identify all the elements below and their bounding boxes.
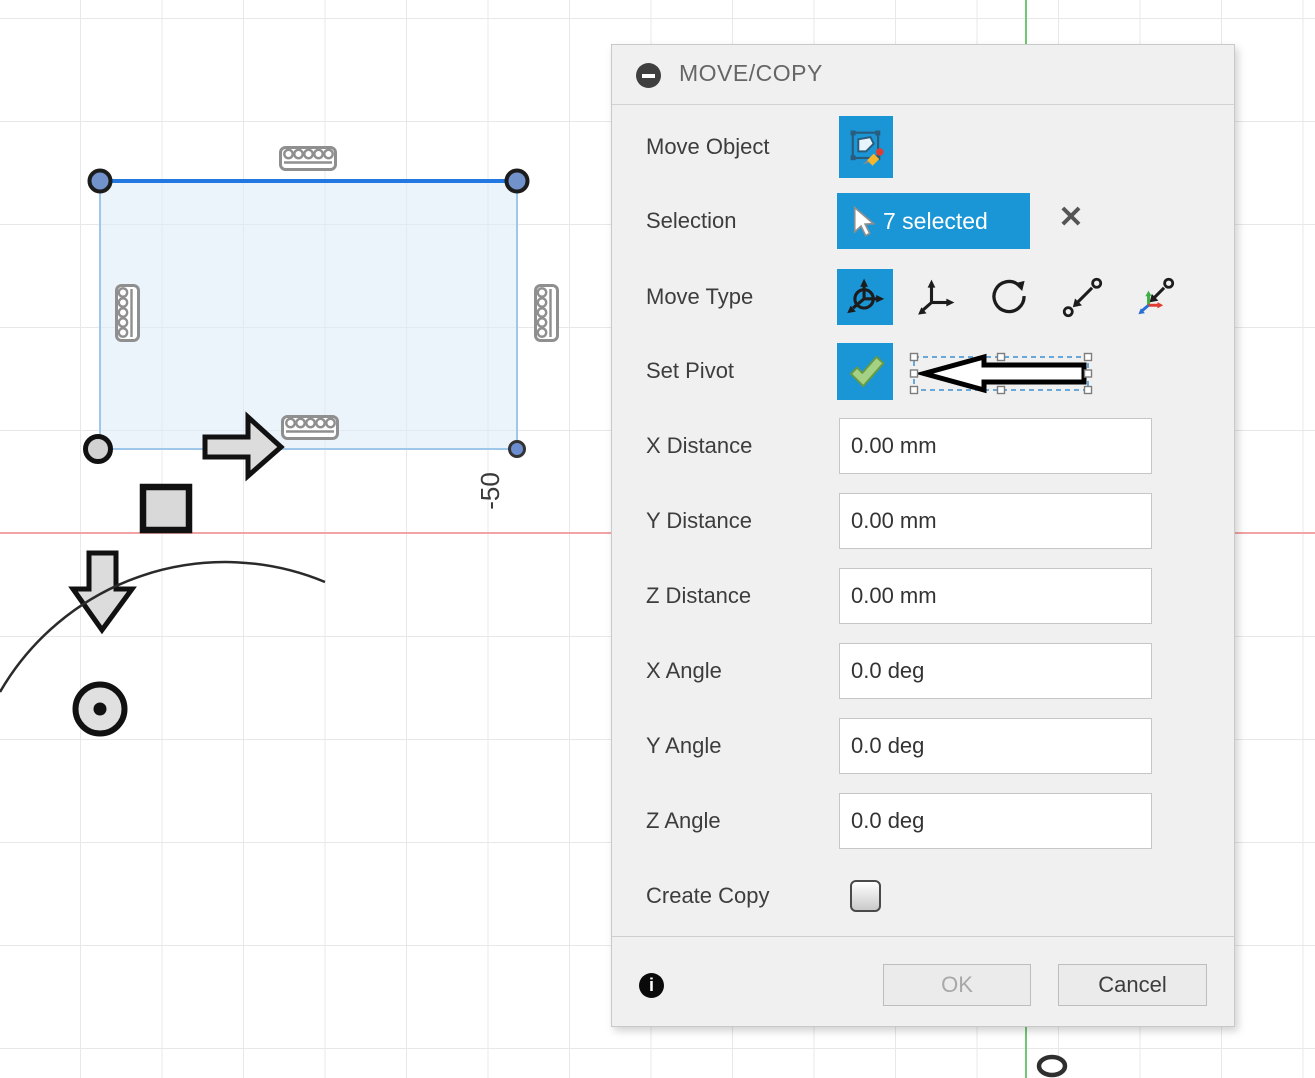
move-type-label: Move Type: [646, 284, 754, 309]
comb-constraint-icon-bottom: [281, 415, 339, 440]
cancel-button[interactable]: Cancel: [1058, 964, 1207, 1006]
sketch-object-pencil-icon: [850, 130, 884, 166]
sketch-profile-fill[interactable]: [100, 181, 517, 449]
info-icon[interactable]: i: [639, 973, 664, 998]
x-clear-icon[interactable]: ✕: [1058, 201, 1084, 234]
collapse-minus-icon[interactable]: [636, 63, 661, 88]
selection-count: 7 selected: [883, 207, 988, 234]
x-distance-label: X Distance: [646, 433, 753, 458]
y-angle-input[interactable]: [839, 718, 1152, 774]
z-angle-label: Z Angle: [646, 808, 721, 833]
cursor-icon: [853, 205, 876, 237]
set-pivot-confirm-button[interactable]: [837, 343, 893, 400]
comb-constraint-icon-top: [279, 146, 337, 171]
set-pivot-label: Set Pivot: [646, 358, 735, 383]
pivot-selected-arrow[interactable]: [908, 351, 1094, 397]
selection-label: Selection: [646, 208, 737, 233]
sketch-point-top-right-selected[interactable]: [504, 168, 530, 194]
rotate-icon: [992, 279, 1026, 314]
selection-handles[interactable]: [909, 352, 1093, 395]
ok-button[interactable]: OK: [883, 964, 1031, 1006]
move-type-point-to-position-button[interactable]: [1132, 275, 1176, 319]
create-copy-checkbox[interactable]: [850, 880, 881, 912]
x-angle-label: X Angle: [646, 658, 722, 683]
z-distance-input[interactable]: [839, 568, 1152, 624]
y-angle-label: Y Angle: [646, 733, 722, 758]
y-distance-input[interactable]: [839, 493, 1152, 549]
sketch-square[interactable]: [139, 483, 193, 534]
comb-constraint-icon-right: [534, 284, 559, 342]
move-type-translate-button[interactable]: [915, 275, 959, 319]
x-angle-input[interactable]: [839, 643, 1152, 699]
translate-icon: [918, 279, 955, 315]
sketch-point-bottom-right-selected[interactable]: [508, 440, 526, 458]
move-copy-dialog: MOVE/COPY Move Object Selection 7 se: [611, 44, 1235, 1027]
sketch-arrow-left-selected[interactable]: [914, 353, 1087, 394]
move-object-label: Move Object: [646, 134, 770, 159]
x-distance-input[interactable]: [839, 418, 1152, 474]
point-to-position-icon: [1138, 277, 1175, 315]
z-distance-label: Z Distance: [646, 583, 752, 608]
dialog-header[interactable]: MOVE/COPY: [612, 45, 1234, 105]
sketch-arc[interactable]: [0, 560, 326, 693]
comb-constraint-icon-left: [115, 284, 140, 342]
sketch-point-top-left-selected[interactable]: [87, 168, 113, 194]
move-type-rotate-button[interactable]: [987, 275, 1031, 319]
sketch-circle-center-point[interactable]: [93, 702, 107, 716]
checkmark-icon: [849, 355, 885, 387]
free-move-icon: [847, 278, 885, 314]
move-type-free-move-button[interactable]: [837, 269, 893, 325]
sketch-arrow-right[interactable]: [202, 411, 285, 482]
dialog-footer: i OK Cancel: [612, 936, 1234, 1029]
move-object-button[interactable]: [839, 116, 893, 178]
z-angle-input[interactable]: [839, 793, 1152, 849]
sketch-ellipse[interactable]: [1036, 1054, 1068, 1078]
point-to-point-icon: [1062, 277, 1103, 318]
selection-button[interactable]: 7 selected: [837, 193, 1030, 249]
move-type-point-to-point-button[interactable]: [1060, 275, 1104, 319]
sketch-point-bottom-left[interactable]: [83, 434, 113, 464]
create-copy-label: Create Copy: [646, 883, 770, 908]
y-distance-label: Y Distance: [646, 508, 752, 533]
dialog-title: MOVE/COPY: [679, 60, 823, 86]
dimension-label[interactable]: -50: [475, 472, 505, 510]
